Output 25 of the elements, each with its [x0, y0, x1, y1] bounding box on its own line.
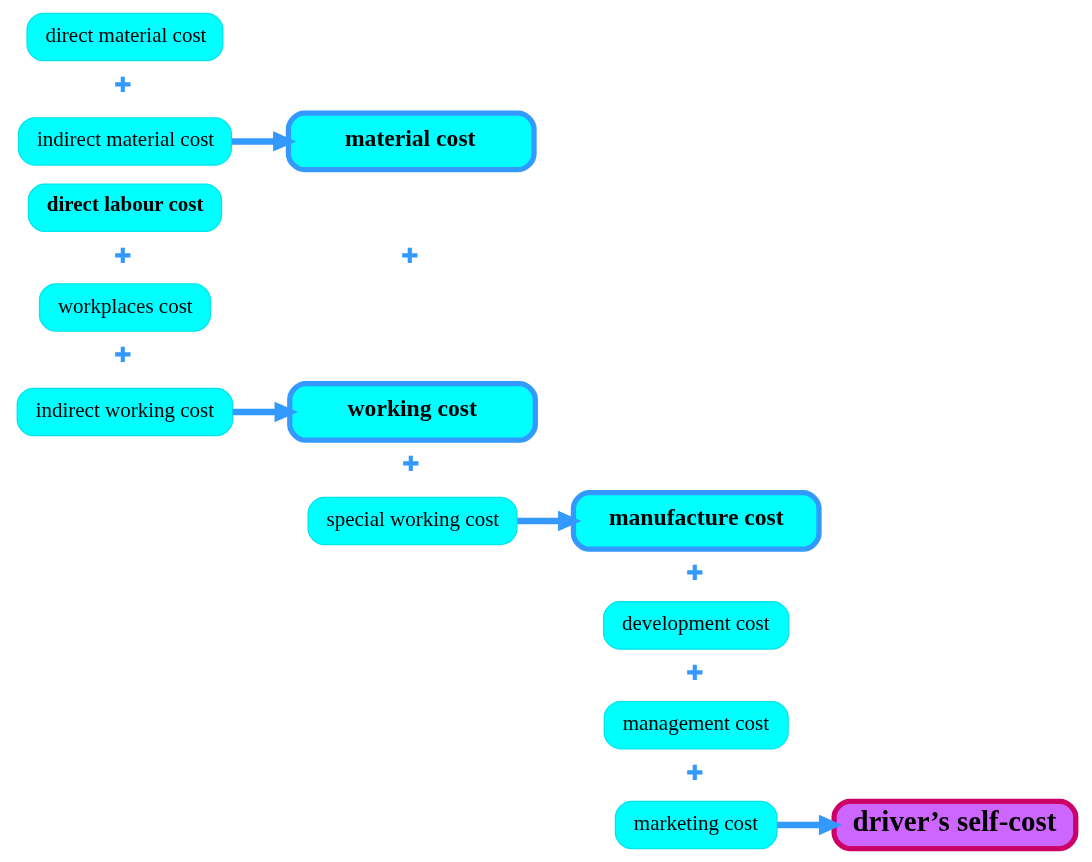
- label: ✚: [685, 761, 704, 786]
- label: ✚: [400, 243, 419, 268]
- label: ✚: [113, 343, 132, 368]
- node-box: management cost: [603, 700, 789, 750]
- node-box: manufacture cost: [570, 490, 822, 552]
- node-box: workplaces cost: [38, 283, 211, 332]
- label: ✚: [685, 661, 704, 686]
- label: ✚: [685, 561, 704, 586]
- label: ✚: [113, 72, 132, 97]
- node-box: special working cost: [307, 496, 518, 546]
- arrow: [231, 131, 296, 152]
- label: ✚: [401, 452, 420, 477]
- label: ✚: [113, 243, 132, 268]
- node-box: indirect material cost: [17, 117, 232, 166]
- node-box: development cost: [602, 601, 789, 650]
- node-box: working cost: [286, 381, 538, 443]
- arrow: [776, 814, 842, 836]
- node-box: indirect working cost: [16, 387, 233, 437]
- node-box: direct material cost: [25, 12, 223, 62]
- node-box: driver’s self-cost: [831, 798, 1078, 852]
- arrow: [516, 510, 581, 532]
- arrow: [232, 401, 298, 423]
- node-box: direct labour cost: [27, 183, 222, 233]
- node-box: material cost: [285, 110, 537, 173]
- node-box: marketing cost: [614, 800, 778, 850]
